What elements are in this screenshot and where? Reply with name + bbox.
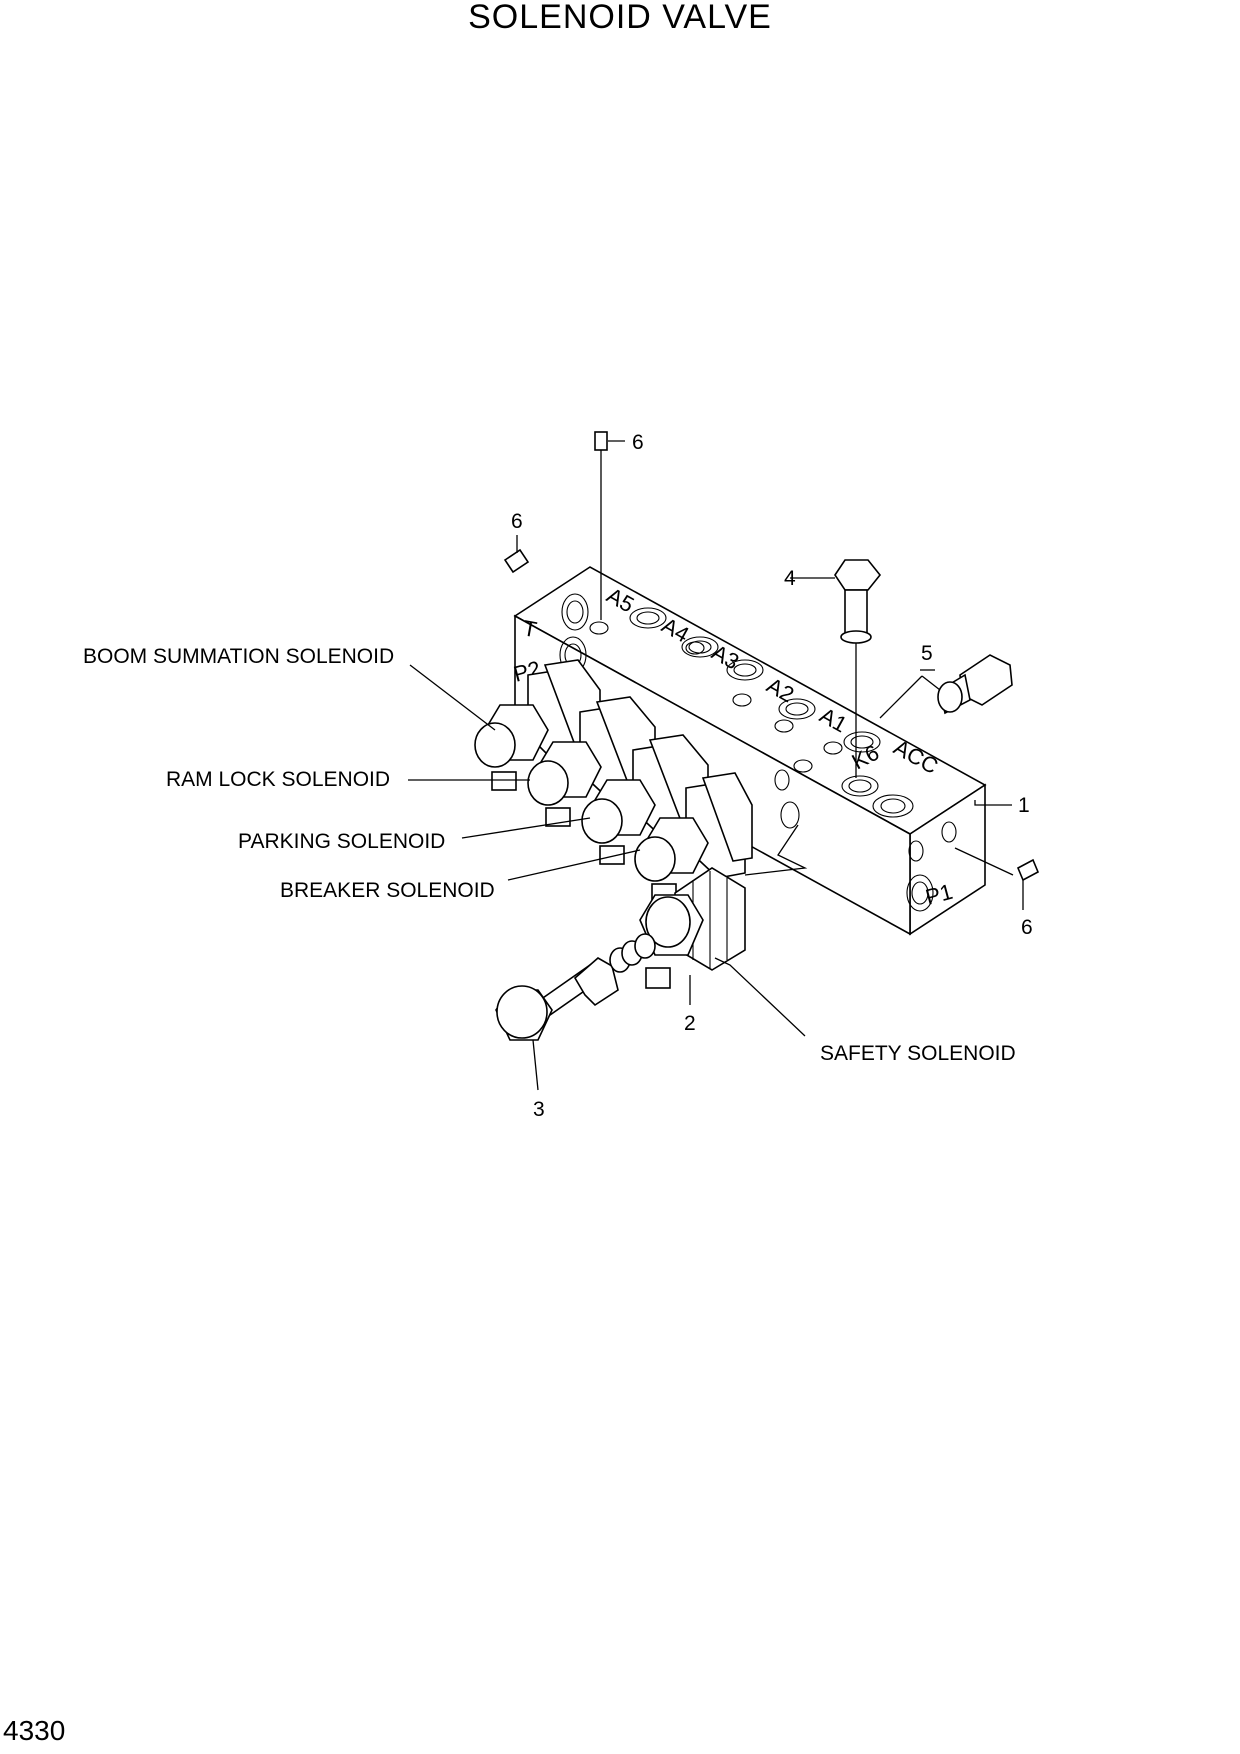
solenoid-ram-lock — [527, 696, 656, 827]
plug — [834, 559, 882, 644]
leader-lines — [408, 440, 1024, 1091]
top-ports — [589, 607, 914, 818]
set-screw-right — [1016, 858, 1040, 882]
page-title: SOLENOID VALVE — [468, 0, 772, 36]
part-number-6-top: 6 — [632, 431, 644, 454]
fitting — [937, 654, 1013, 715]
callout-breaker-solenoid: BREAKER SOLENOID — [280, 879, 495, 902]
part-number-2: 2 — [684, 1012, 696, 1035]
cartridge-valve — [495, 933, 656, 1041]
set-screw-left — [503, 548, 530, 574]
callout-parking-solenoid: PARKING SOLENOID — [238, 830, 445, 853]
part-number-6-right: 6 — [1021, 916, 1033, 939]
callout-ram-lock-solenoid: RAM LOCK SOLENOID — [166, 768, 390, 791]
callout-safety-solenoid: SAFETY SOLENOID — [820, 1042, 1016, 1065]
callout-boom-summation-solenoid: BOOM SUMMATION SOLENOID — [83, 645, 394, 668]
port-label-t: T — [521, 615, 539, 642]
set-screw-top — [594, 431, 608, 451]
part-number-3: 3 — [533, 1098, 545, 1121]
manifold-block — [513, 566, 987, 936]
part-number-1: 1 — [1018, 794, 1030, 817]
part-number-4: 4 — [784, 567, 796, 590]
solenoid-safety — [639, 867, 746, 989]
page-number: 4330 — [3, 1715, 66, 1746]
part-number-6-left: 6 — [511, 510, 523, 533]
part-number-5: 5 — [921, 642, 933, 665]
solenoid-breaker — [634, 772, 753, 903]
